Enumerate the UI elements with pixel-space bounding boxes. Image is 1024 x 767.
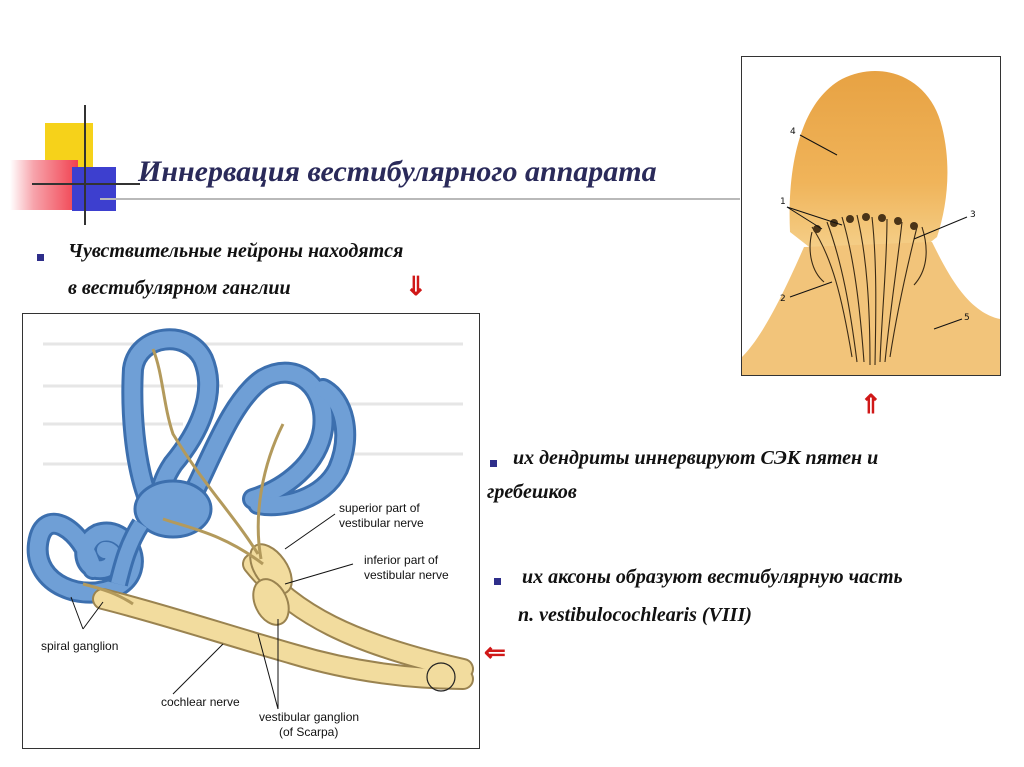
label-spiral-ganglion: spiral ganglion <box>41 639 118 653</box>
crista-illustration: 1 2 3 4 5 <box>742 57 1000 375</box>
left-arrow: ⇐ <box>484 638 506 667</box>
label-4: 4 <box>790 127 796 137</box>
down-arrow: ⇓ <box>405 272 427 301</box>
label-vestibular-ganglion-1: vestibular ganglion <box>259 710 359 724</box>
decor-red-square <box>10 160 78 210</box>
title-underline <box>100 198 740 200</box>
bullet-marker-2 <box>490 460 497 467</box>
label-inferior-part-1: inferior part of <box>364 553 439 567</box>
label-2: 2 <box>780 294 786 304</box>
cupula-shape <box>789 70 948 257</box>
vestibule <box>133 479 213 539</box>
decor-blue-square <box>72 167 116 211</box>
bullet-2-line-1: их дендриты иннервируют СЭК пятен и <box>513 447 879 469</box>
bullet-1-line-1: Чувствительные нейроны находятся <box>68 240 404 262</box>
decor-vertical-line <box>84 105 86 225</box>
label-inferior-part-2: vestibular nerve <box>364 568 449 582</box>
label-cochlear-nerve: cochlear nerve <box>161 695 240 709</box>
ear-illustration: superior part of vestibular nerve inferi… <box>23 314 479 748</box>
bullet-marker-1 <box>37 254 44 261</box>
bullet-1-line-2: в вестибулярном ганглии <box>68 277 291 299</box>
bullet-3-line-1: их аксоны образуют вестибулярную часть <box>522 566 903 588</box>
label-vestibular-ganglion-2: (of Scarpa) <box>279 725 338 739</box>
label-1: 1 <box>780 197 786 207</box>
label-5: 5 <box>964 313 970 323</box>
label-superior-part-2: vestibular nerve <box>339 516 424 530</box>
bullet-3-line-2: n. vestibulocochlearis (VIII) <box>518 604 752 626</box>
bullet-marker-3 <box>494 578 501 585</box>
decor-horizontal-line <box>32 183 140 185</box>
up-arrow: ⇑ <box>860 390 882 419</box>
crista-base <box>742 242 1000 375</box>
label-3: 3 <box>970 210 976 220</box>
slide-title: Иннервация вестибулярного аппарата <box>138 155 657 188</box>
glial-junction-circle <box>426 662 456 692</box>
decor-squares <box>10 105 140 225</box>
ear-diagram: superior part of vestibular nerve inferi… <box>22 313 480 749</box>
crista-image: 1 2 3 4 5 <box>741 56 1001 376</box>
bullet-2-line-2: гребешков <box>487 481 577 503</box>
label-superior-part-1: superior part of <box>339 501 420 515</box>
